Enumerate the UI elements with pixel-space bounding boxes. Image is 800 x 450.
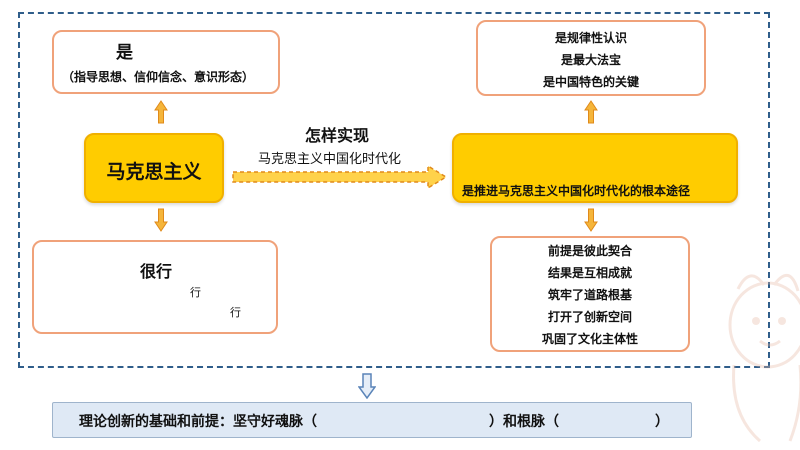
arrow-down-icon-right <box>584 208 598 232</box>
diagram-frame <box>18 12 770 368</box>
bottom-left-title: 很行 <box>140 262 173 281</box>
bottom-right-line-4: 打开了创新空间 <box>547 310 632 324</box>
top-right-line-2: 是最大法宝 <box>560 53 621 67</box>
top-left-box: 是 （指导思想、信仰信念、意识形态） <box>52 30 280 94</box>
footer-middle: ）和根脉（ <box>489 414 559 430</box>
footer-suffix: ） <box>655 414 669 430</box>
top-left-title: 是 <box>116 43 133 63</box>
bottom-right-line-5: 巩固了文化主体性 <box>541 332 638 346</box>
arrow-up-icon <box>154 100 168 124</box>
bottom-right-line-3: 筑牢了道路根基 <box>547 288 632 302</box>
bottom-right-line-2: 结果是互相成就 <box>547 266 632 280</box>
how-subtitle: 马克思主义中国化时代化 <box>258 152 402 167</box>
footer-bar: 理论创新的基础和前提：坚守好魂脉（ ）和根脉（ ） <box>52 402 692 438</box>
top-right-box: 是规律性认识 是最大法宝 是中国特色的关键 <box>476 20 706 96</box>
top-right-line-3: 是中国特色的关键 <box>542 75 639 89</box>
arrow-up-icon-right <box>584 100 598 124</box>
bottom-left-box: 很行 行 行 <box>32 240 278 334</box>
bottom-left-line-1: 行 <box>190 286 201 299</box>
arrow-down-to-footer-icon <box>358 373 376 399</box>
bottom-right-line-1: 前提是彼此契合 <box>547 244 632 258</box>
arrow-right-icon <box>232 164 448 190</box>
bottom-right-box: 前提是彼此契合 结果是互相成就 筑牢了道路根基 打开了创新空间 巩固了文化主体性 <box>490 236 690 352</box>
root-path-box: 是推进马克思主义中国化时代化的根本途径 <box>452 133 738 203</box>
top-right-line-1: 是规律性认识 <box>554 31 627 45</box>
marxism-label: 马克思主义 <box>106 161 202 183</box>
mascot-watermark-icon <box>728 274 800 443</box>
top-left-subtitle: （指导思想、信仰信念、意识形态） <box>62 70 255 84</box>
bottom-left-line-2: 行 <box>230 306 241 319</box>
footer-prefix: 理论创新的基础和前提：坚守好魂脉（ <box>79 414 317 430</box>
arrow-down-icon <box>154 208 168 232</box>
root-path-label: 是推进马克思主义中国化时代化的根本途径 <box>462 184 691 198</box>
how-question: 怎样实现 <box>305 126 370 145</box>
marxism-box: 马克思主义 <box>84 133 224 203</box>
